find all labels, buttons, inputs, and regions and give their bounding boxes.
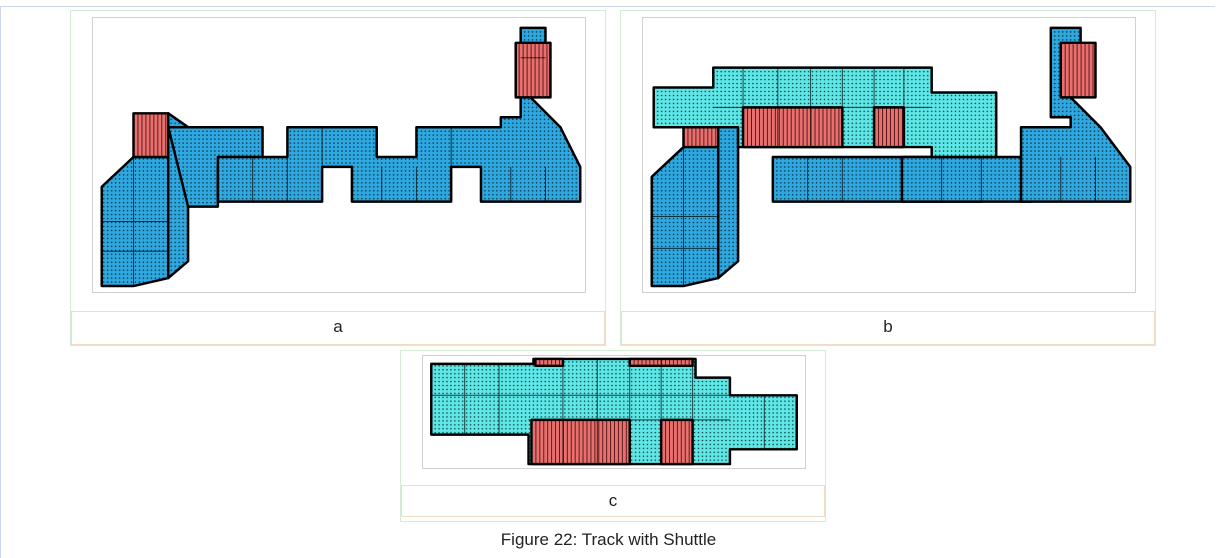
subfigure-c-caption: c — [401, 485, 825, 517]
subfigure-b: b — [620, 10, 1156, 346]
subfigure-a: a — [70, 10, 606, 346]
shuttle-render-c — [430, 357, 798, 466]
subfigure-b-caption: b — [621, 311, 1155, 345]
track-render-a — [100, 26, 582, 288]
page-frame — [0, 6, 1215, 558]
subfigure-c-label: c — [608, 491, 618, 510]
subfigure-a-caption: a — [71, 311, 605, 345]
subfigure-b-image — [642, 17, 1136, 293]
subfigure-a-label: a — [333, 317, 343, 336]
subfigure-b-label: b — [883, 317, 893, 336]
subfigure-c-image — [422, 355, 806, 469]
subfigure-a-image — [92, 17, 586, 293]
track-render-b — [650, 26, 1132, 288]
figure-caption: Figure 22: Track with Shuttle — [500, 530, 717, 549]
subfigure-c: c — [400, 350, 826, 522]
